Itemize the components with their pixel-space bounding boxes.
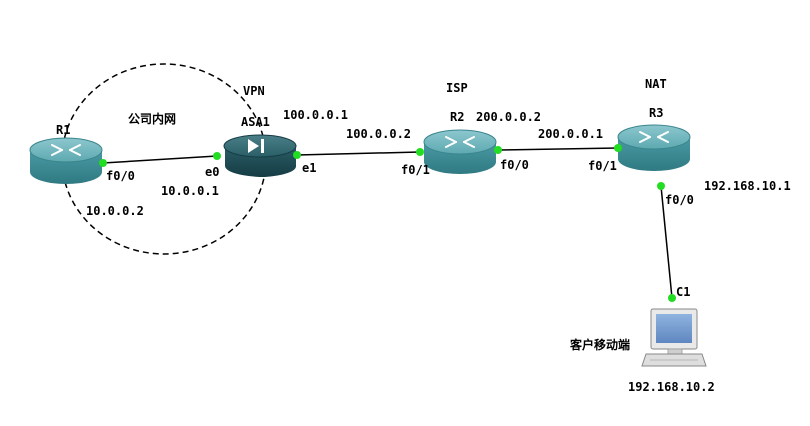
role-label-nat: NAT	[645, 77, 667, 91]
port-indicator-asa-e1	[293, 151, 301, 159]
link-r3-c1[interactable]	[660, 185, 673, 299]
play-arrow-icon	[248, 139, 264, 153]
device-label-c1: C1	[676, 285, 690, 299]
ip-label-c1: 192.168.10.2	[628, 380, 715, 394]
interface-label-asa-e1: e1	[302, 161, 316, 175]
ip-label-r3-f00: 192.168.10.1	[704, 179, 791, 193]
router-arrows-icon	[639, 131, 669, 143]
port-indicator-r1-f00	[99, 159, 107, 167]
ip-label-r1-f00: 10.0.0.2	[86, 204, 144, 218]
interface-label-r2-f00: f0/0	[500, 158, 529, 172]
ip-label-r2-f01: 100.0.0.2	[346, 127, 411, 141]
interface-label-asa-e0: e0	[205, 165, 219, 179]
link-r2-r3[interactable]	[497, 147, 619, 151]
interface-label-r3-f00: f0/0	[665, 193, 694, 207]
port-indicator-asa-e0	[213, 152, 221, 160]
device-label-r2: R2	[450, 110, 464, 124]
role-label-isp: ISP	[446, 81, 468, 95]
firewall-asa1[interactable]	[223, 134, 297, 177]
port-indicator-r3-f01	[614, 144, 622, 152]
port-indicator-r3-f00	[657, 182, 665, 190]
link-asa-r2[interactable]	[296, 151, 421, 156]
ip-label-r2-f00: 200.0.0.2	[476, 110, 541, 124]
role-label-vpn: VPN	[243, 84, 265, 98]
port-indicator-c1	[668, 294, 676, 302]
role-label-client: 客户移动端	[569, 337, 630, 352]
interface-label-r3-f01: f0/1	[588, 159, 617, 173]
region-label-intranet: 公司内网	[128, 111, 176, 126]
router-r2[interactable]	[423, 129, 497, 174]
device-label-r3: R3	[649, 106, 663, 120]
router-arrows-icon	[445, 136, 475, 148]
router-arrows-icon	[51, 144, 81, 156]
device-label-asa: ASA1	[241, 115, 270, 129]
link-r1-asa[interactable]	[102, 155, 218, 164]
router-r1[interactable]	[29, 137, 103, 184]
monitor-screen-icon	[656, 314, 692, 343]
ip-label-r3-f01: 200.0.0.1	[538, 127, 603, 141]
interface-label-r2-f01: f0/1	[401, 163, 430, 177]
port-indicator-r2-f00	[494, 146, 502, 154]
router-r3[interactable]	[617, 124, 691, 171]
pc-c1[interactable]	[641, 308, 707, 367]
port-indicator-r2-f01	[416, 148, 424, 156]
ip-label-asa-e1: 100.0.0.1	[283, 108, 348, 122]
device-label-r1: R1	[56, 123, 70, 137]
ip-label-asa-e0: 10.0.0.1	[161, 184, 219, 198]
interface-label-r1-f00: f0/0	[106, 169, 135, 183]
